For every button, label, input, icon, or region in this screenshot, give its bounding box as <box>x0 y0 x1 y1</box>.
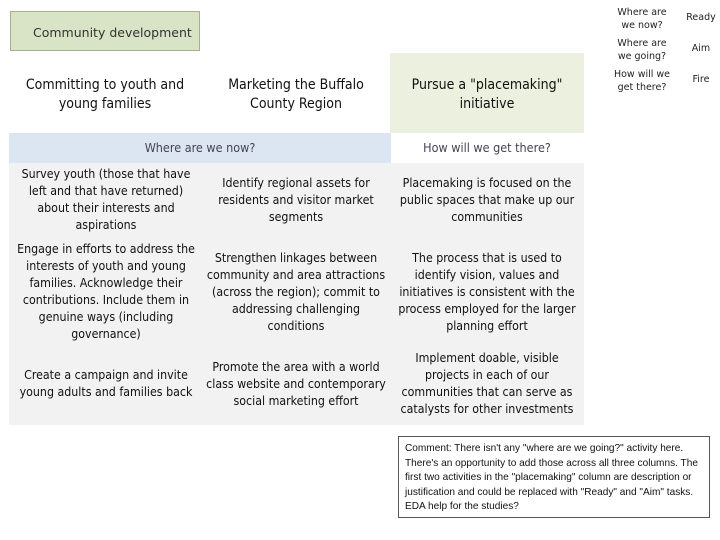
activity-cell: Create a campaign and invite young adult… <box>19 368 193 399</box>
legend-question: How will we get there? <box>613 69 671 93</box>
comment-box: Comment: There isn't any "where are we g… <box>398 436 710 518</box>
activities-grid-panel <box>9 163 584 425</box>
legend-question: Where are we now? <box>617 7 667 31</box>
activity-cell: Identify regional assets for residents a… <box>218 175 374 224</box>
legend-question: Where are we going? <box>617 38 667 62</box>
activity-cell: Placemaking is focused on the public spa… <box>399 175 575 224</box>
legend-value: Ready <box>686 12 716 23</box>
activity-cell: Strengthen linkages between community an… <box>206 250 386 333</box>
column-header-marketing: Marketing the Buffalo County Region <box>228 77 364 112</box>
activity-cell: Engage in efforts to address the interes… <box>17 242 195 341</box>
legend-value: Fire <box>692 74 710 85</box>
activity-cell: The process that is used to identify vis… <box>398 250 576 333</box>
legend-value: Aim <box>691 43 711 54</box>
placemaking-header-panel <box>390 53 584 133</box>
activity-cell: Survey youth (those that have left and t… <box>21 167 191 232</box>
subheader-where-are-we-now: Where are we now? <box>144 139 256 155</box>
column-header-youth: Committing to youth and young families <box>25 77 185 112</box>
activity-cell: Implement doable, visible projects in ea… <box>400 351 574 416</box>
column-header-placemaking: Pursue a "placemaking" initiative <box>411 77 563 112</box>
page-title: Community development <box>10 11 200 51</box>
activity-cell: Promote the area with a world class webs… <box>206 359 386 408</box>
subheader-how-will-we-get-there: How will we get there? <box>423 139 551 155</box>
where-are-we-now-band <box>9 133 391 163</box>
